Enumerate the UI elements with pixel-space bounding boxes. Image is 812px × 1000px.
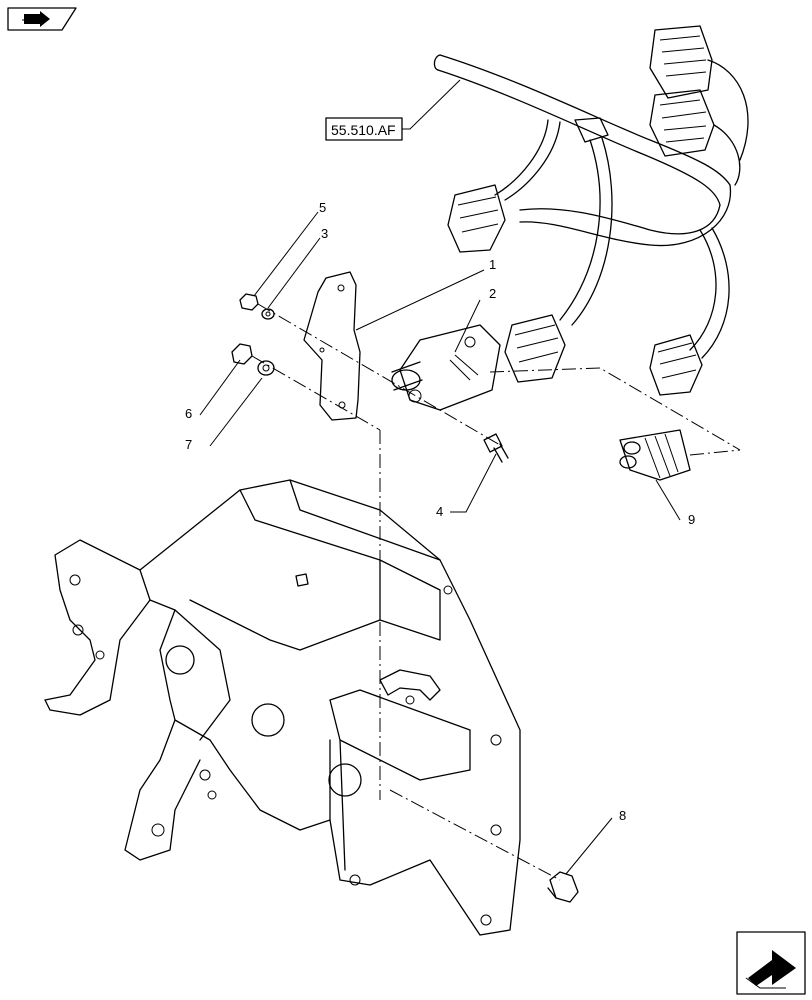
callout-6: 6: [185, 406, 192, 421]
callout-numbers: 1 2 3 4 5 6 7 8 9: [185, 200, 695, 823]
screw-8: [547, 871, 579, 903]
callout-2: 2: [489, 286, 496, 301]
washer-7: [257, 360, 275, 376]
callout-4: 4: [436, 504, 443, 519]
pedal-support-frame: [44, 479, 521, 936]
alignment-lines: [251, 303, 741, 881]
callout-leaders: [199, 211, 681, 875]
book-arrow-icon[interactable]: [7, 7, 77, 31]
callout-1: 1: [489, 257, 496, 272]
pressure-sensor: [391, 324, 501, 411]
wire-harness: [433, 25, 749, 396]
nut-5: [239, 293, 259, 311]
callout-3: 3: [321, 226, 328, 241]
connector-9: [619, 429, 691, 481]
washer-3: [261, 308, 275, 320]
next-page-arrow-icon[interactable]: [736, 931, 806, 995]
reference-label: 55.510.AF: [331, 122, 396, 138]
callout-9: 9: [688, 512, 695, 527]
callout-8: 8: [619, 808, 626, 823]
callout-7: 7: [185, 437, 192, 452]
mounting-bracket: [303, 271, 361, 421]
callout-5: 5: [319, 200, 326, 215]
nut-6: [231, 343, 253, 365]
screw-4: [483, 433, 509, 463]
reference-callout[interactable]: 55.510.AF: [325, 79, 461, 141]
